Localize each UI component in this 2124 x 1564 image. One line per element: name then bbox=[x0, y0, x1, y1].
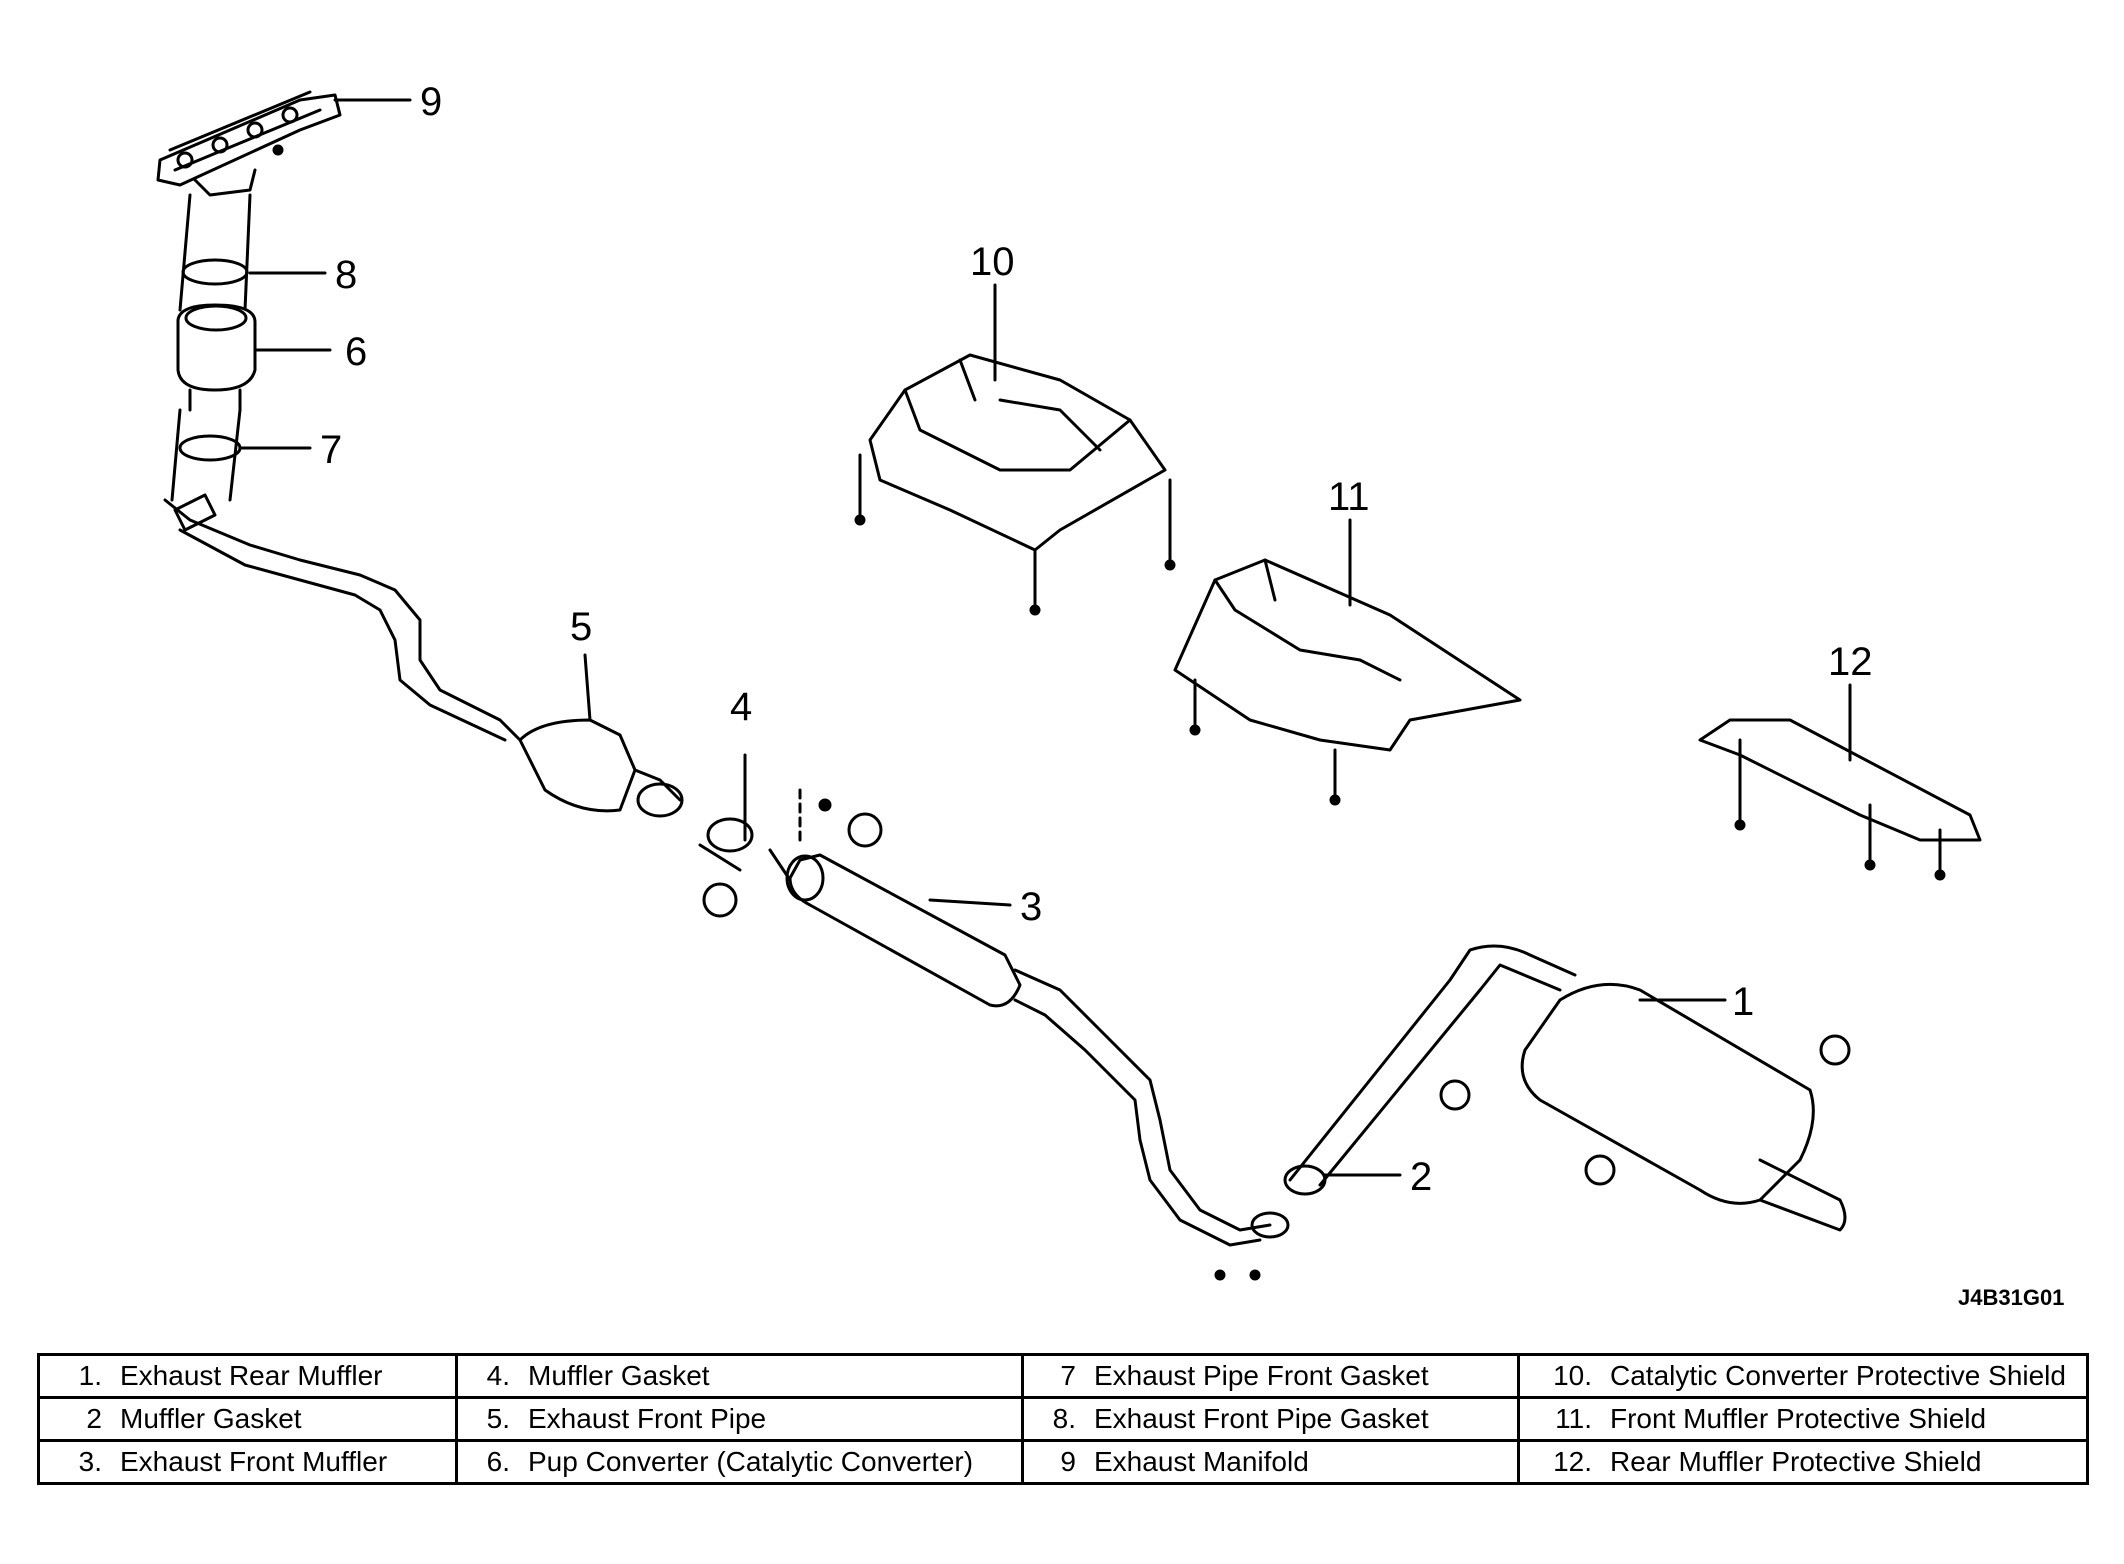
callout-12: 12 bbox=[1828, 640, 1873, 684]
exhaust-front-muffler bbox=[785, 853, 1272, 1247]
exhaust-front-pipe bbox=[163, 493, 684, 818]
callout-3: 3 bbox=[1020, 885, 1042, 929]
exhaust-rear-muffler bbox=[1439, 944, 1851, 1232]
catalytic-converter-protective-shield bbox=[854, 353, 1176, 616]
legend-cell: 3.Exhaust Front Muffler bbox=[37, 1439, 458, 1485]
callout-4: 4 bbox=[730, 685, 752, 729]
muffler-gasket-2 bbox=[1214, 978, 1482, 1281]
callout-1: 1 bbox=[1732, 980, 1754, 1024]
exhaust-pipe-front-gasket bbox=[170, 408, 242, 502]
rear-muffler-protective-shield bbox=[1698, 718, 1982, 881]
callout-5: 5 bbox=[570, 605, 592, 649]
legend-cell: 5.Exhaust Front Pipe bbox=[455, 1396, 1024, 1442]
callout-2: 2 bbox=[1410, 1155, 1432, 1199]
legend-cell: 4.Muffler Gasket bbox=[455, 1353, 1024, 1399]
pup-converter bbox=[176, 303, 257, 412]
callout-10: 10 bbox=[970, 240, 1015, 284]
legend-row: 3.Exhaust Front Muffler 6.Pup Converter … bbox=[37, 1439, 2089, 1485]
front-muffler-protective-shield bbox=[1173, 558, 1522, 806]
legend-row: 1.Exhaust Rear Muffler 4.Muffler Gasket … bbox=[37, 1353, 2089, 1399]
legend-cell: 8.Exhaust Front Pipe Gasket bbox=[1021, 1396, 1520, 1442]
exhaust-manifold bbox=[156, 90, 342, 197]
legend-cell: 12.Rear Muffler Protective Shield bbox=[1517, 1439, 2089, 1485]
legend-cell: 10.Catalytic Converter Protective Shield bbox=[1517, 1353, 2089, 1399]
callout-6: 6 bbox=[345, 330, 367, 374]
exhaust-system-diagram: 9 8 6 7 5 4 3 10 11 12 1 2 J4B31G01 bbox=[156, 80, 2064, 1310]
diagram-code: J4B31G01 bbox=[1958, 1285, 2064, 1310]
legend-cell: 6.Pup Converter (Catalytic Converter) bbox=[455, 1439, 1024, 1485]
leader-lines bbox=[238, 98, 1852, 1177]
exhaust-front-pipe-gasket bbox=[178, 193, 252, 312]
callout-7: 7 bbox=[320, 428, 342, 472]
legend-cell: 11.Front Muffler Protective Shield bbox=[1517, 1396, 2089, 1442]
legend-cell: 1.Exhaust Rear Muffler bbox=[37, 1353, 458, 1399]
callout-8: 8 bbox=[335, 253, 357, 297]
callout-11: 11 bbox=[1328, 475, 1370, 519]
legend-table: 1.Exhaust Rear Muffler 4.Muffler Gasket … bbox=[37, 1353, 2089, 1485]
callout-9: 9 bbox=[420, 80, 442, 124]
